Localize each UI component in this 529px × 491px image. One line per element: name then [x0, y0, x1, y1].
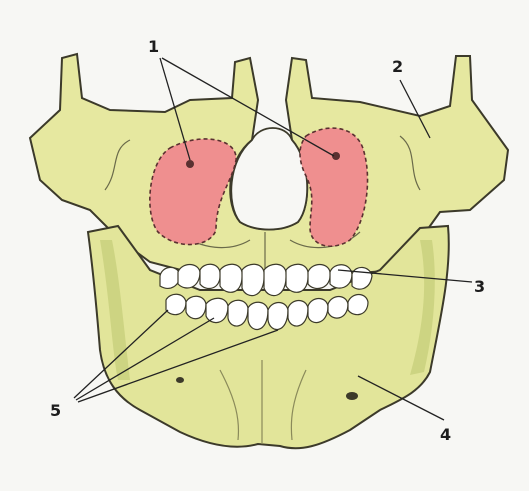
- mental-foramen-left: [176, 377, 184, 383]
- mental-foramen-right: [346, 392, 358, 400]
- label-5: 5: [50, 401, 61, 420]
- label-4: 4: [440, 425, 451, 444]
- label-2: 2: [392, 57, 403, 76]
- sinus-ostium-left: [186, 160, 194, 168]
- label-3: 3: [474, 277, 485, 296]
- maxillary-sinus-right: [300, 128, 368, 246]
- label-1: 1: [148, 37, 159, 56]
